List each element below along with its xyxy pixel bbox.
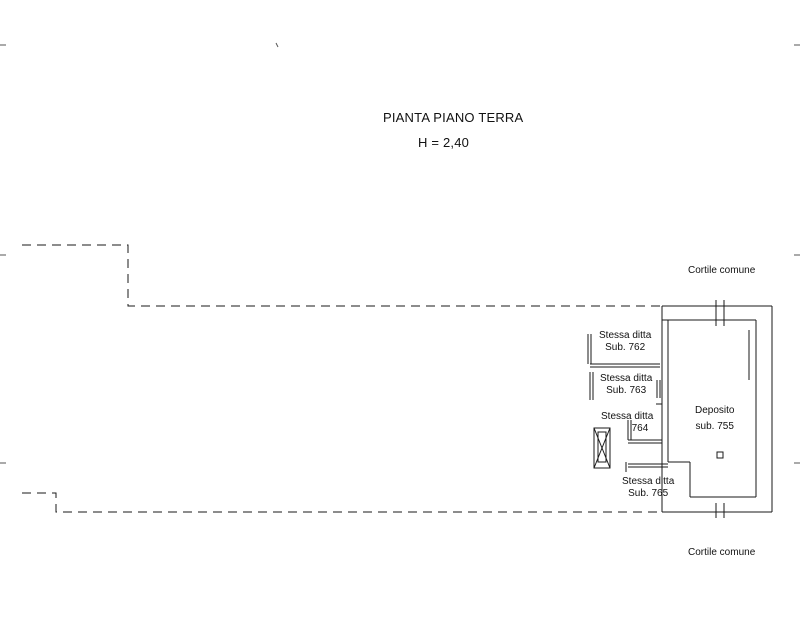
sub-764-label: Stessa ditta 764	[601, 411, 653, 435]
sub-763-number: Sub. 763	[606, 385, 647, 396]
sub-764-number: 764	[631, 423, 649, 434]
pillar-marker	[716, 451, 724, 459]
courtyard-label-bottom: Cortile comune	[688, 547, 756, 558]
drawing-title: PIANTA PIANO TERRA	[383, 110, 524, 125]
sub-762-number: Sub. 762	[605, 342, 646, 353]
deposito-walls	[661, 305, 773, 513]
sub-765-owner: Stessa ditta	[622, 476, 675, 487]
sub-unit-walls	[587, 334, 668, 472]
sub-763-owner: Stessa ditta	[600, 373, 653, 384]
stair-symbol	[593, 427, 611, 469]
sub-764-owner: Stessa ditta	[601, 411, 654, 422]
sub-762-label: Stessa ditta Sub. 762	[599, 330, 651, 354]
deposito-label: Deposito sub. 755	[695, 405, 734, 433]
adjacent-building-outline	[22, 244, 662, 513]
deposito-sub: sub. 755	[695, 421, 734, 432]
sub-765-number: Sub. 765	[628, 488, 669, 499]
sub-765-label: Stessa ditta Sub. 765	[622, 476, 674, 500]
sub-763-label: Stessa ditta Sub. 763	[600, 373, 652, 397]
windows	[715, 300, 725, 518]
deposito-name: Deposito	[695, 405, 735, 416]
margin-ticks	[0, 42, 800, 464]
sub-762-owner: Stessa ditta	[599, 330, 652, 341]
courtyard-label-top: Cortile comune	[688, 265, 756, 276]
height-label: H = 2,40	[418, 135, 470, 150]
